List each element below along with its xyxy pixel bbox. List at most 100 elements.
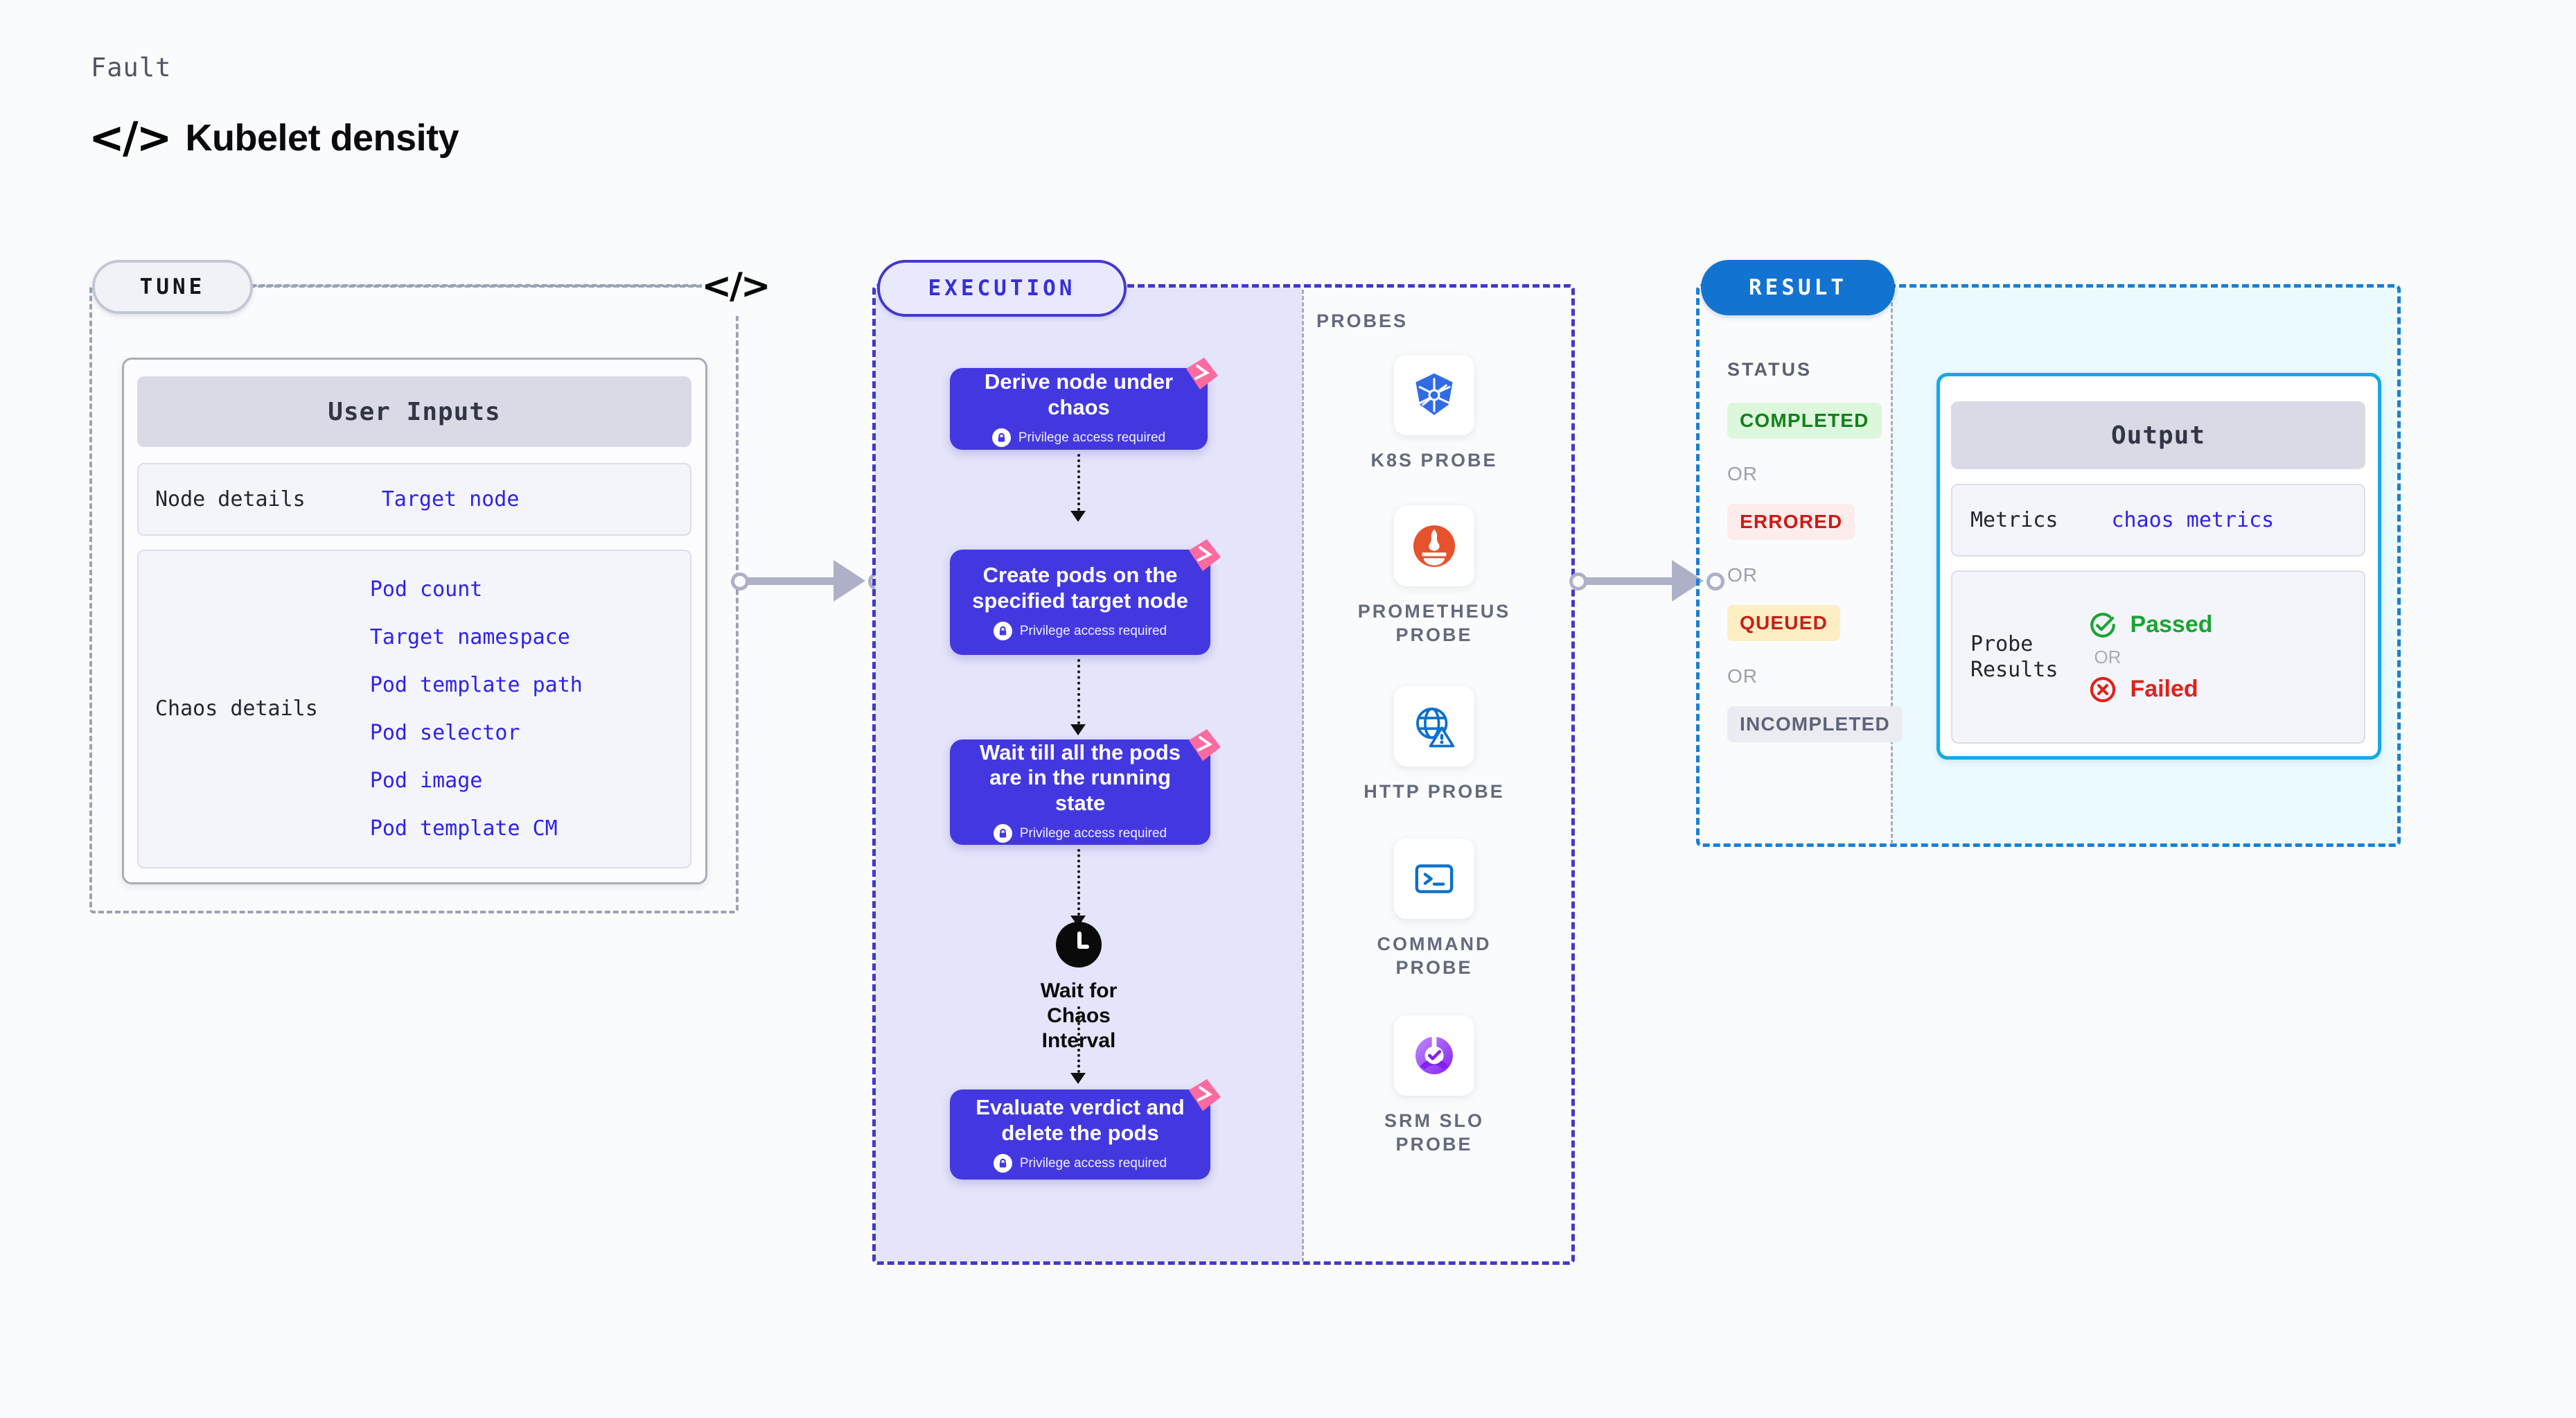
x-circle-icon [2090, 676, 2116, 702]
connector-line [741, 577, 852, 585]
execution-block-wait-pods-running[interactable]: Wait till all the pods are in the runnin… [950, 729, 1221, 845]
connector-arrow-head [833, 560, 865, 602]
lock-icon [993, 824, 1012, 843]
litmus-chaos-logo-icon [1186, 358, 1218, 389]
row-label: Probe Results [1970, 631, 2058, 683]
connector-tune-to-execution [731, 560, 888, 602]
probe-result-failed: Failed [2088, 675, 2212, 704]
block-note: Privilege access required [1019, 623, 1167, 638]
tune-value-target-namespace[interactable]: Target namespace [369, 625, 570, 649]
tune-value-target-node[interactable]: Target node [381, 487, 520, 511]
status-or-1: OR [1727, 463, 1758, 484]
block-note-row: Privilege access required [993, 1154, 1167, 1173]
srm-slo-icon [1394, 1015, 1474, 1096]
tune-value-pod-template-path[interactable]: Pod template path [369, 673, 583, 697]
probe-results-list: Passed OR Failed [2088, 611, 2213, 704]
block-title: Create pods on the specified target node [972, 562, 1188, 613]
probe-result-failed-label: Failed [2130, 676, 2198, 702]
tune-value-pod-image[interactable]: Pod image [369, 769, 483, 793]
code-icon: </> [89, 112, 173, 163]
execution-panel [872, 284, 1575, 1265]
stage-pill-result[interactable]: RESULT [1701, 260, 1895, 315]
execution-probes-divider [1302, 290, 1304, 1262]
output-row-probe-results: Probe Results Passed OR Failed [1951, 570, 2365, 744]
lock-icon [991, 428, 1011, 448]
tune-pill-connector [249, 285, 702, 288]
result-panel [1696, 284, 2401, 847]
flow-arrow-3 [1077, 849, 1080, 916]
probes-section-title: PROBES [1316, 310, 1409, 331]
status-or-2: OR [1727, 564, 1758, 586]
tune-value-pod-selector[interactable]: Pod selector [369, 721, 520, 745]
page-title: Kubelet density [185, 117, 459, 159]
probe-item-http[interactable]: HTTP PROBE [1344, 686, 1524, 804]
status-or-3: OR [1727, 665, 1758, 687]
status-badge-completed: COMPLETED [1727, 403, 1882, 439]
block-note-row: Privilege access required [993, 824, 1167, 843]
block-title: Wait till all the pods are in the runnin… [980, 739, 1181, 815]
status-badge-incompleted: INCOMPLETED [1727, 706, 1903, 742]
block-note: Privilege access required [1018, 430, 1166, 445]
stage-pill-tune[interactable]: TUNE [92, 260, 253, 314]
probe-label: HTTP PROBE [1364, 781, 1505, 802]
tune-row-chaos-details: Chaos details Pod count Target namespace… [137, 550, 691, 868]
probe-item-command[interactable]: COMMAND PROBE [1344, 839, 1524, 980]
probe-label: PROMETHEUS PROBE [1357, 601, 1511, 645]
probe-item-srm-slo[interactable]: SRM SLO PROBE [1344, 1015, 1524, 1157]
litmus-chaos-logo-icon [1189, 539, 1221, 571]
flow-arrow-head-2 [1070, 724, 1086, 735]
tune-value-pod-template-cm[interactable]: Pod template CM [369, 816, 558, 841]
connector-dot-right [1706, 572, 1724, 590]
stage-pill-execution[interactable]: EXECUTION [877, 260, 1127, 317]
row-values: chaos metrics [2111, 508, 2274, 532]
flow-arrow-head-4 [1070, 1073, 1086, 1084]
probe-label: COMMAND PROBE [1377, 934, 1492, 978]
tune-row-node-details: Node details Target node [137, 463, 691, 536]
block-note: Privilege access required [1019, 1155, 1167, 1171]
result-status-output-divider [1891, 290, 1893, 844]
tune-code-badge-icon: </> [701, 256, 771, 316]
execution-block-derive-node[interactable]: Derive node under chaos Privilege access… [950, 358, 1218, 450]
user-inputs-card-title: User Inputs [137, 376, 691, 447]
execution-block-evaluate-verdict[interactable]: Evaluate verdict and delete the pods Pri… [950, 1079, 1221, 1180]
output-row-metrics: Metrics chaos metrics [1951, 484, 2365, 557]
block-note-row: Privilege access required [993, 622, 1167, 641]
result-status-title: STATUS [1727, 359, 1812, 380]
tune-value-pod-count[interactable]: Pod count [369, 577, 483, 602]
flow-arrow-head-1 [1070, 511, 1086, 522]
clock-icon [1056, 922, 1102, 968]
probe-item-prometheus[interactable]: PROMETHEUS PROBE [1344, 506, 1524, 647]
row-values: Target node [382, 487, 520, 511]
row-label: Node details [155, 487, 306, 511]
status-badge-queued: QUEUED [1727, 605, 1840, 641]
http-globe-icon [1394, 686, 1474, 767]
probe-item-k8s[interactable]: K8S PROBE [1344, 355, 1524, 473]
terminal-icon [1394, 839, 1474, 919]
probe-result-or: OR [2094, 646, 2121, 667]
block-note: Privilege access required [1019, 825, 1167, 841]
probe-label: K8S PROBE [1370, 450, 1498, 471]
page-title-row: </> Kubelet density [89, 116, 459, 159]
execution-block-create-pods[interactable]: Create pods on the specified target node… [950, 539, 1221, 655]
status-badge-errored: ERRORED [1727, 504, 1855, 540]
block-note-row: Privilege access required [991, 428, 1166, 448]
connector-line [1579, 577, 1690, 585]
row-label: Chaos details [155, 697, 318, 721]
connector-dot-left [1569, 572, 1587, 590]
connector-dot-left [731, 572, 749, 590]
probe-result-passed: Passed [2088, 611, 2213, 640]
lock-icon [993, 622, 1012, 641]
output-value-chaos-metrics[interactable]: chaos metrics [2111, 508, 2275, 532]
output-card-title: Output [1951, 401, 2365, 469]
probe-label: SRM SLO PROBE [1384, 1110, 1484, 1155]
page-kicker: Fault [91, 53, 172, 82]
block-title: Derive node under chaos [984, 369, 1174, 419]
row-values: Pod count Target namespace Pod template … [370, 577, 583, 841]
lock-icon [993, 1154, 1012, 1173]
check-circle-icon [2090, 612, 2116, 638]
block-title: Evaluate verdict and delete the pods [976, 1094, 1185, 1145]
probe-result-passed-label: Passed [2130, 611, 2213, 638]
flow-arrow-2 [1077, 659, 1080, 724]
prometheus-icon [1394, 506, 1474, 586]
